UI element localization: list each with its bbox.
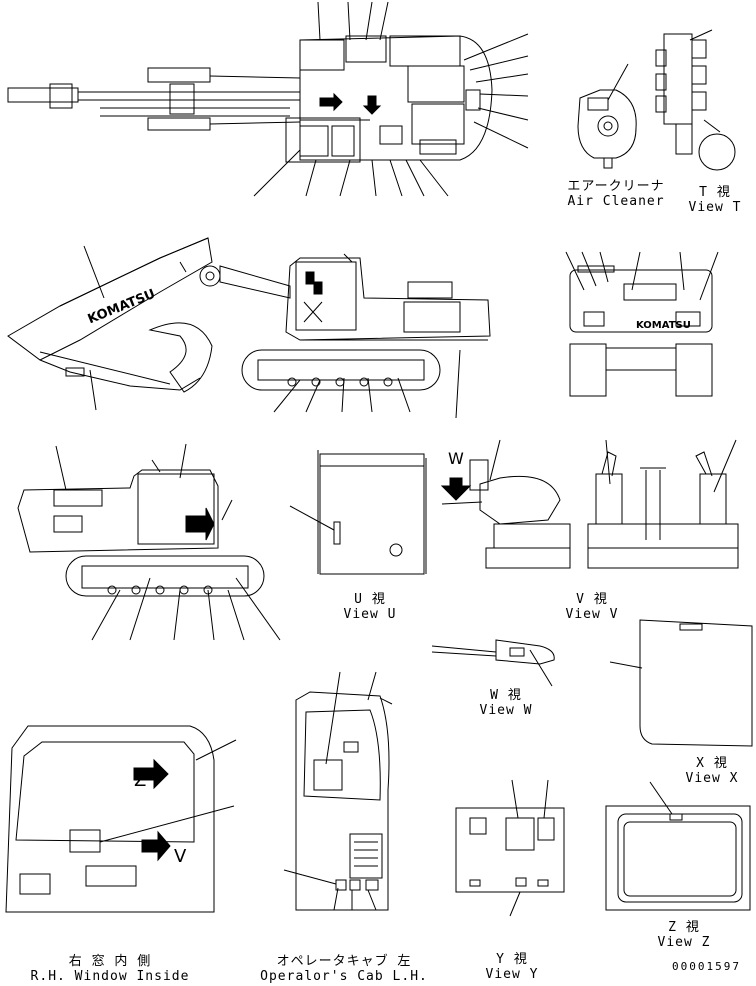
view-w-caption: W 視 View W [466,688,546,718]
view-y-caption: Y 視 View Y [472,952,552,982]
view-u-jp: U 視 [354,592,386,607]
view-w-detail [431,639,555,687]
air-cleaner-en: Air Cleaner [567,194,665,209]
view-t-drawing [655,29,736,171]
view-z-caption: Z 視 View Z [644,920,724,950]
view-x-drawing [609,619,753,747]
view-w-en: View W [479,703,533,718]
document-number: 00001597 [672,960,741,973]
machine-side-view-left: KOMATSU [7,237,491,419]
track-rollers [287,377,393,387]
track-rollers-right [107,585,213,595]
view-x-caption: X 視 View X [672,756,752,786]
view-u-drawing [289,450,427,575]
view-x-en: View X [685,771,739,786]
view-v-drawing [587,439,739,569]
komatsu-rear-logo: KOMATSU [636,320,691,331]
rh-window-inside-drawing: Z V [5,725,237,913]
view-t-jp: T 視 [699,185,731,200]
marker-v: V [174,846,187,867]
view-u-caption: U 視 View U [330,592,410,622]
machine-side-view-right [17,443,281,641]
view-y-drawing [455,779,565,917]
marker-z: Z [134,770,146,791]
machine-rear-view: KOMATSU [565,251,719,397]
view-w-jp: W 視 [490,688,522,703]
operator-cab-lh-drawing [283,671,393,911]
view-v-en: View V [565,607,619,622]
rh-window-jp: 右 窓 内 側 [68,954,152,969]
cab-vent-slats [354,841,378,867]
view-w-seat-drawing: W [440,439,571,569]
view-y-jp: Y 視 [496,952,528,967]
view-t-en: View T [688,200,742,215]
rh-window-en: R.H. Window Inside [30,969,190,984]
view-z-jp: Z 視 [668,920,700,935]
operator-cab-caption: オペレータキャブ 左 Operalor's Cab L.H. [256,954,432,984]
view-y-en: View Y [485,967,539,982]
komatsu-boom-logo: KOMATSU [86,287,158,328]
operator-cab-en: Operalor's Cab L.H. [260,969,428,984]
air-cleaner-jp: エアークリーナ [567,179,665,194]
marker-w: W [448,449,464,468]
operator-cab-jp: オペレータキャブ 左 [276,954,412,969]
view-z-drawing [605,781,751,911]
view-t-caption: T 視 View T [680,185,750,215]
view-v-caption: V 視 View V [552,592,632,622]
air-cleaner-caption: エアークリーナ Air Cleaner [548,179,684,209]
machine-top-view [7,1,529,197]
rh-window-caption: 右 窓 内 側 R.H. Window Inside [20,954,200,984]
view-v-jp: V 視 [576,592,608,607]
view-u-en: View U [343,607,397,622]
view-x-jp: X 視 [696,756,728,771]
air-cleaner-drawing [577,63,637,169]
view-z-en: View Z [657,935,711,950]
